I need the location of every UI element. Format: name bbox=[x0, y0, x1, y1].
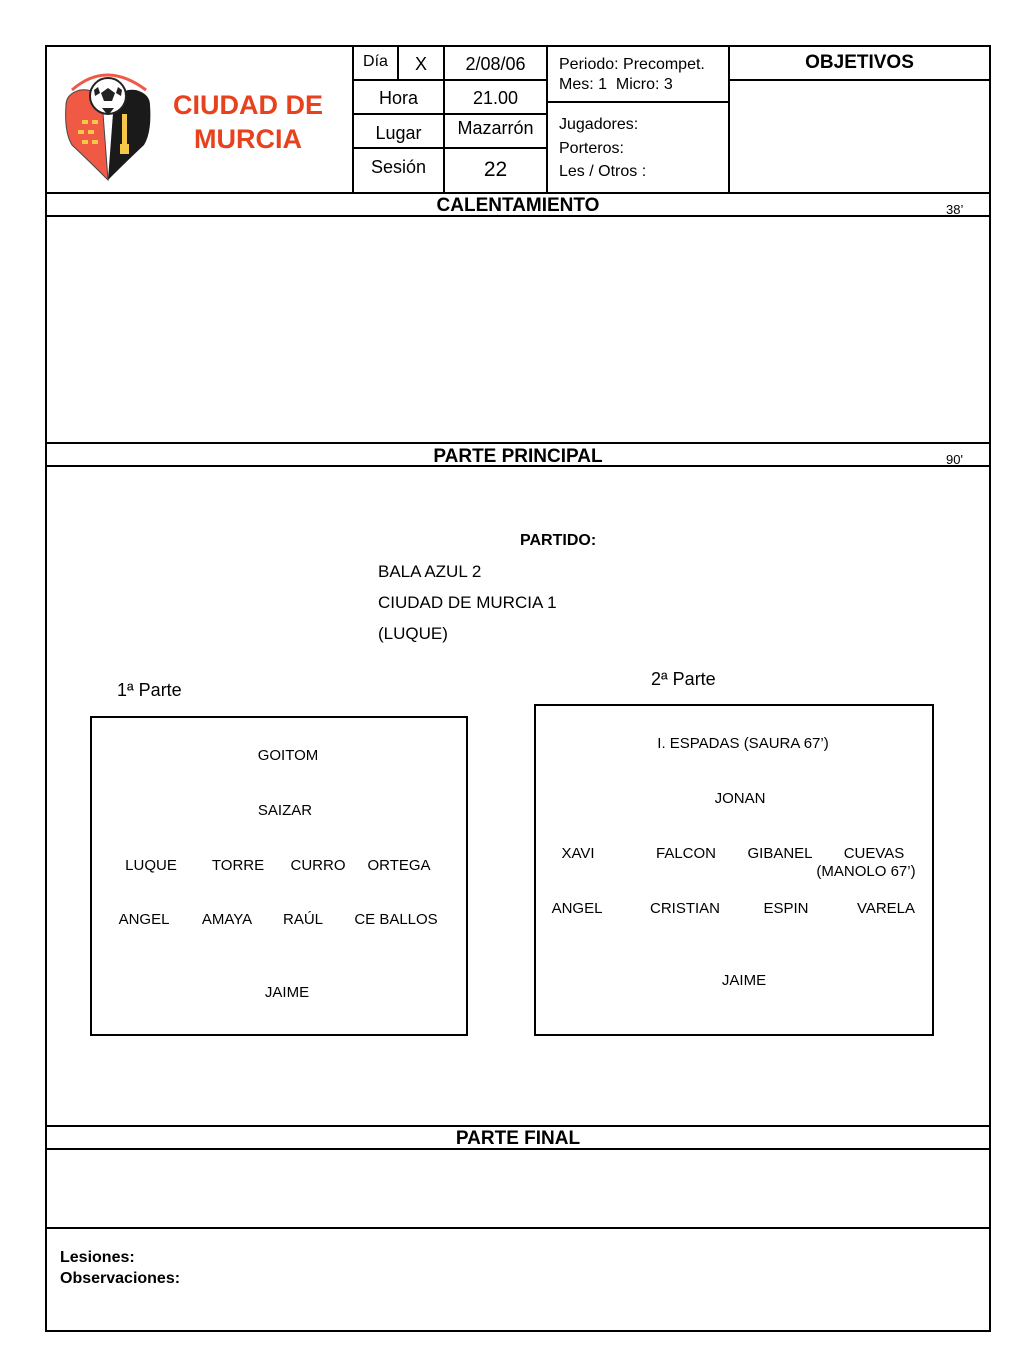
header-divider bbox=[352, 79, 546, 81]
header-divider bbox=[728, 45, 730, 194]
partido-label: PARTIDO: bbox=[520, 532, 597, 549]
calentamiento-minutes: 38’ bbox=[946, 202, 964, 217]
parte-principal-minutes: 90' bbox=[946, 452, 963, 467]
lineup-player: ORTEGA bbox=[367, 857, 431, 874]
club-name: CIUDAD DE MURCIA bbox=[160, 88, 336, 156]
club-logo bbox=[58, 60, 160, 184]
lesiones-label: Lesiones: bbox=[60, 1249, 135, 1266]
club-name-line1: CIUDAD DE bbox=[172, 90, 323, 120]
section-divider bbox=[45, 192, 991, 194]
lineup-player: CURRO bbox=[290, 857, 346, 874]
sesion-label: Sesión bbox=[370, 156, 427, 177]
porteros-label: Porteros: bbox=[559, 140, 624, 157]
section-divider bbox=[45, 1125, 991, 1127]
club-name-line2: MURCIA bbox=[194, 124, 302, 154]
section-divider bbox=[45, 465, 991, 467]
hora-label: Hora bbox=[378, 87, 418, 108]
header-divider bbox=[352, 147, 546, 149]
match-team2: CIUDAD DE MURCIA 1 bbox=[378, 593, 557, 612]
lineup-player: FALCON bbox=[655, 845, 717, 862]
first-half-label: 1ª Parte bbox=[117, 680, 182, 700]
calentamiento-title: CALENTAMIENTO bbox=[436, 195, 600, 216]
hora-value: 21.00 bbox=[472, 87, 519, 108]
dia-value: X bbox=[414, 53, 427, 74]
section-divider bbox=[45, 1227, 991, 1229]
lineup-player: GIBANEL bbox=[747, 845, 813, 862]
les-otros-label: Les / Otros : bbox=[559, 163, 647, 180]
section-divider bbox=[45, 1148, 991, 1150]
section-divider bbox=[45, 215, 991, 217]
section-divider bbox=[45, 442, 991, 444]
observaciones-label: Observaciones: bbox=[60, 1270, 181, 1287]
jugadores-label: Jugadores: bbox=[559, 116, 639, 133]
lineup-player: SAIZAR bbox=[257, 802, 313, 819]
lineup-player: (MANOLO 67’) bbox=[816, 863, 916, 880]
lineup-player: LUQUE bbox=[125, 857, 177, 874]
session-date: 2/08/06 bbox=[465, 53, 526, 74]
header-divider bbox=[728, 79, 991, 81]
header-divider bbox=[352, 113, 546, 115]
lineup-player: XAVI bbox=[561, 845, 595, 862]
header-divider bbox=[546, 101, 728, 103]
match-team1: BALA AZUL 2 bbox=[378, 562, 482, 581]
sesion-value: 22 bbox=[483, 158, 508, 181]
header-divider bbox=[352, 45, 354, 194]
lineup-player: CRISTIAN bbox=[649, 900, 721, 917]
objetivos-heading: OBJETIVOS bbox=[805, 52, 914, 73]
lineup-player: CUEVAS bbox=[843, 845, 905, 862]
lineup-player: ESPIN bbox=[763, 900, 809, 917]
mes-micro-text: Mes: 1 Micro: 3 bbox=[559, 76, 673, 93]
first-half-lineup bbox=[90, 716, 468, 1036]
parte-principal-title: PARTE PRINCIPAL bbox=[433, 446, 603, 467]
lineup-player: RAÚL bbox=[282, 911, 324, 928]
second-half-label: 2ª Parte bbox=[651, 669, 716, 689]
lineup-player: JAIME bbox=[721, 972, 767, 989]
lineup-player: CE BALLOS bbox=[354, 911, 438, 928]
lineup-player: AMAYA bbox=[201, 911, 253, 928]
lineup-player: ANGEL bbox=[551, 900, 603, 917]
lugar-label: Lugar bbox=[375, 122, 422, 143]
periodo-text: Periodo: Precompet. bbox=[559, 56, 705, 73]
lineup-player: I. ESPADAS (SAURA 67’) bbox=[657, 735, 829, 752]
lineup-player: JONAN bbox=[714, 790, 766, 807]
dia-label: Día bbox=[363, 53, 388, 70]
lineup-player: GOITOM bbox=[257, 747, 319, 764]
lugar-value: Mazarrón bbox=[457, 117, 534, 138]
header-divider bbox=[546, 45, 548, 194]
match-scorer: (LUQUE) bbox=[378, 624, 448, 643]
lineup-player: TORRE bbox=[211, 857, 265, 874]
lineup-player: ANGEL bbox=[118, 911, 170, 928]
lineup-player: VARELA bbox=[856, 900, 916, 917]
header-divider bbox=[397, 45, 399, 79]
session-sheet-frame bbox=[45, 45, 991, 1332]
header-divider bbox=[443, 45, 445, 194]
lineup-player: JAIME bbox=[264, 984, 310, 1001]
second-half-lineup bbox=[534, 704, 934, 1036]
parte-final-title: PARTE FINAL bbox=[455, 1128, 581, 1149]
